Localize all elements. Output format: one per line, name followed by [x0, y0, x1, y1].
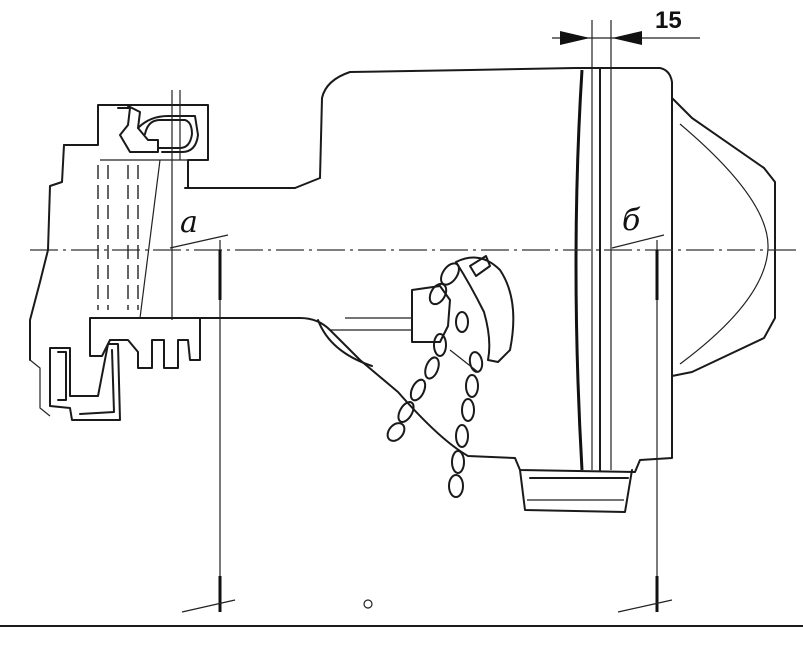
label-b: б: [622, 203, 641, 238]
housing-body: [184, 67, 673, 513]
coupling-mechanism: [29, 90, 209, 421]
height-dimensions: [169, 234, 673, 613]
safety-chain: [386, 255, 515, 498]
dimension-15-text: 15: [655, 7, 682, 34]
dimension-15: 15: [552, 7, 700, 470]
end-cap: [671, 97, 776, 377]
label-a: a: [180, 205, 198, 240]
